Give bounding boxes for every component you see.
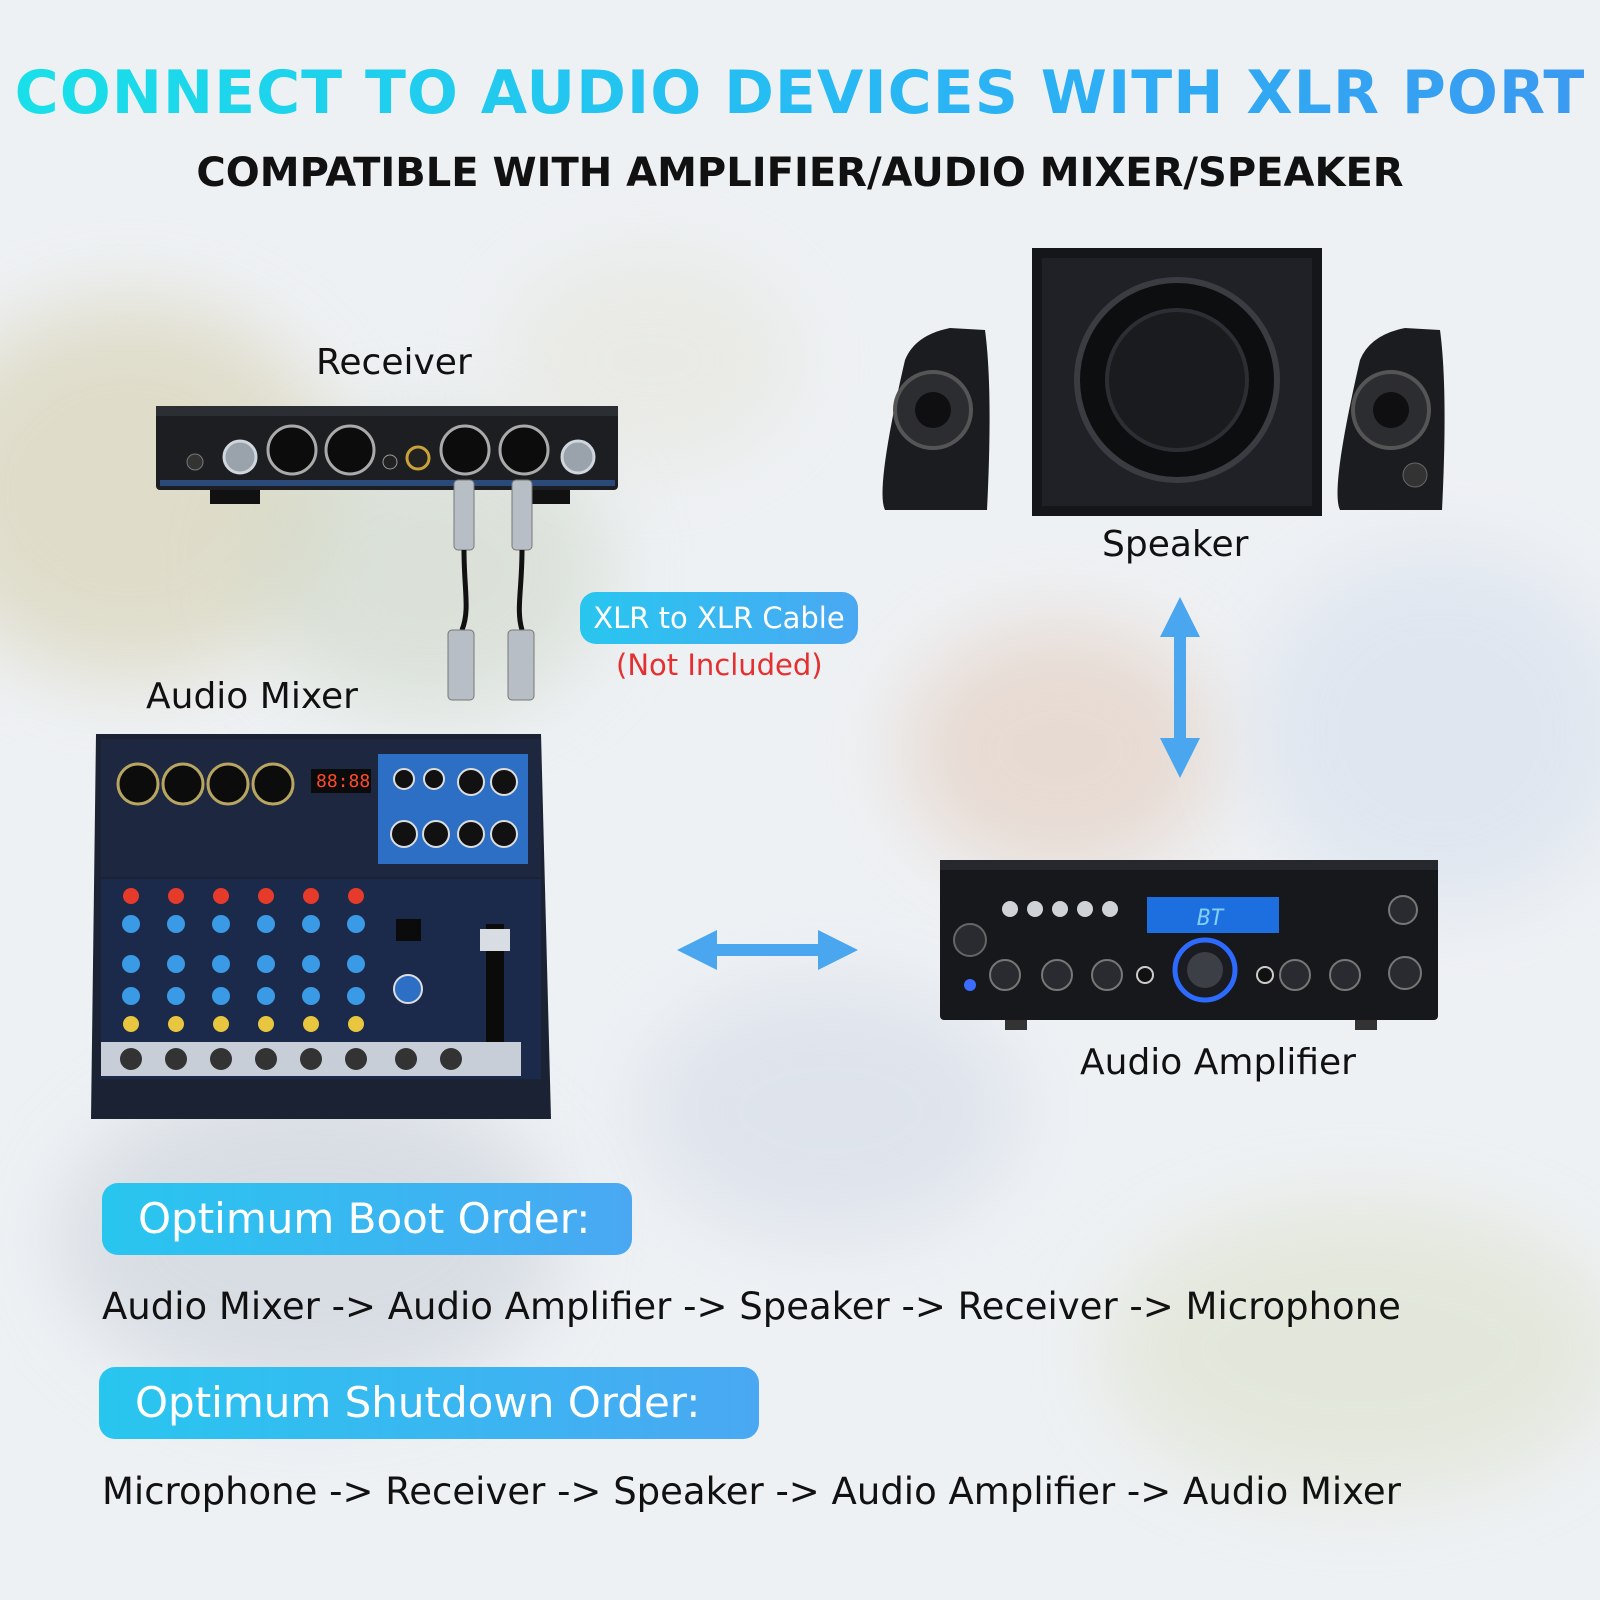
speaker-amp-arrow xyxy=(1160,597,1200,778)
receiver-device xyxy=(156,406,618,504)
page-title: CONNECT TO AUDIO DEVICES WITH XLR PORT xyxy=(14,58,1586,128)
audio-amplifier-label: Audio Amplifier xyxy=(1080,1042,1356,1083)
page-subtitle: COMPATIBLE WITH AMPLIFIER/AUDIO MIXER/SP… xyxy=(196,150,1404,196)
audio-amplifier-device: BT xyxy=(940,860,1438,1030)
shutdown-order-sequence: Microphone -> Receiver -> Speaker -> Aud… xyxy=(102,1470,1401,1513)
mixer-amp-arrow xyxy=(677,930,858,970)
xlr-cables xyxy=(447,479,535,701)
audio-mixer-label: Audio Mixer xyxy=(146,676,358,717)
cable-label: XLR to XLR Cable xyxy=(580,592,858,644)
cable-note: (Not Included) xyxy=(616,648,823,682)
receiver-label: Receiver xyxy=(316,342,472,383)
speaker-device xyxy=(882,248,1445,516)
amp-display: BT xyxy=(1197,906,1225,931)
shutdown-order-heading: Optimum Shutdown Order: xyxy=(99,1367,759,1439)
mixer-display: 88:88 xyxy=(316,771,370,792)
audio-mixer-device: 88:88 xyxy=(91,734,551,1119)
boot-order-heading: Optimum Boot Order: xyxy=(102,1183,632,1255)
speaker-label: Speaker xyxy=(1102,524,1249,565)
boot-order-sequence: Audio Mixer -> Audio Amplifier -> Speake… xyxy=(102,1285,1401,1328)
